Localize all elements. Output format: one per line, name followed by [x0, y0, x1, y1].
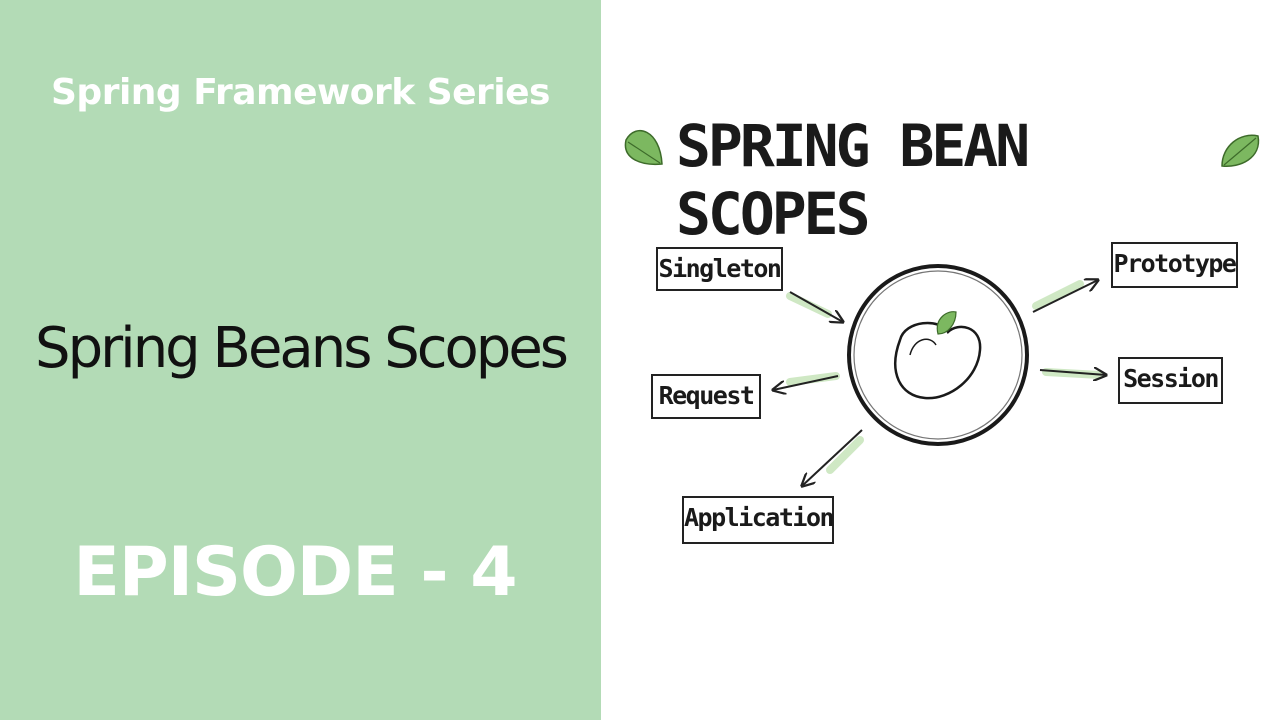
scope-box-request: Request — [651, 374, 761, 419]
leaf-icon-right — [1221, 134, 1260, 167]
bean-icon — [894, 311, 982, 400]
scope-box-session: Session — [1118, 357, 1223, 404]
arrows — [773, 280, 1106, 486]
main-title: Spring Beans Scopes — [35, 316, 569, 381]
scope-box-application: Application — [682, 496, 835, 544]
episode-label: EPISODE - 4 — [73, 533, 517, 612]
scope-box-singleton: Singleton — [656, 247, 783, 291]
series-title: Spring Framework Series — [51, 72, 551, 113]
scope-box-prototype: Prototype — [1111, 242, 1238, 288]
diagram-graphics — [624, 129, 1260, 720]
left-panel: Spring Framework Series Spring Beans Sco… — [0, 0, 601, 720]
diagram-title: SPRING BEAN SCOPES — [676, 112, 1030, 248]
leaf-icon-left — [624, 129, 663, 166]
